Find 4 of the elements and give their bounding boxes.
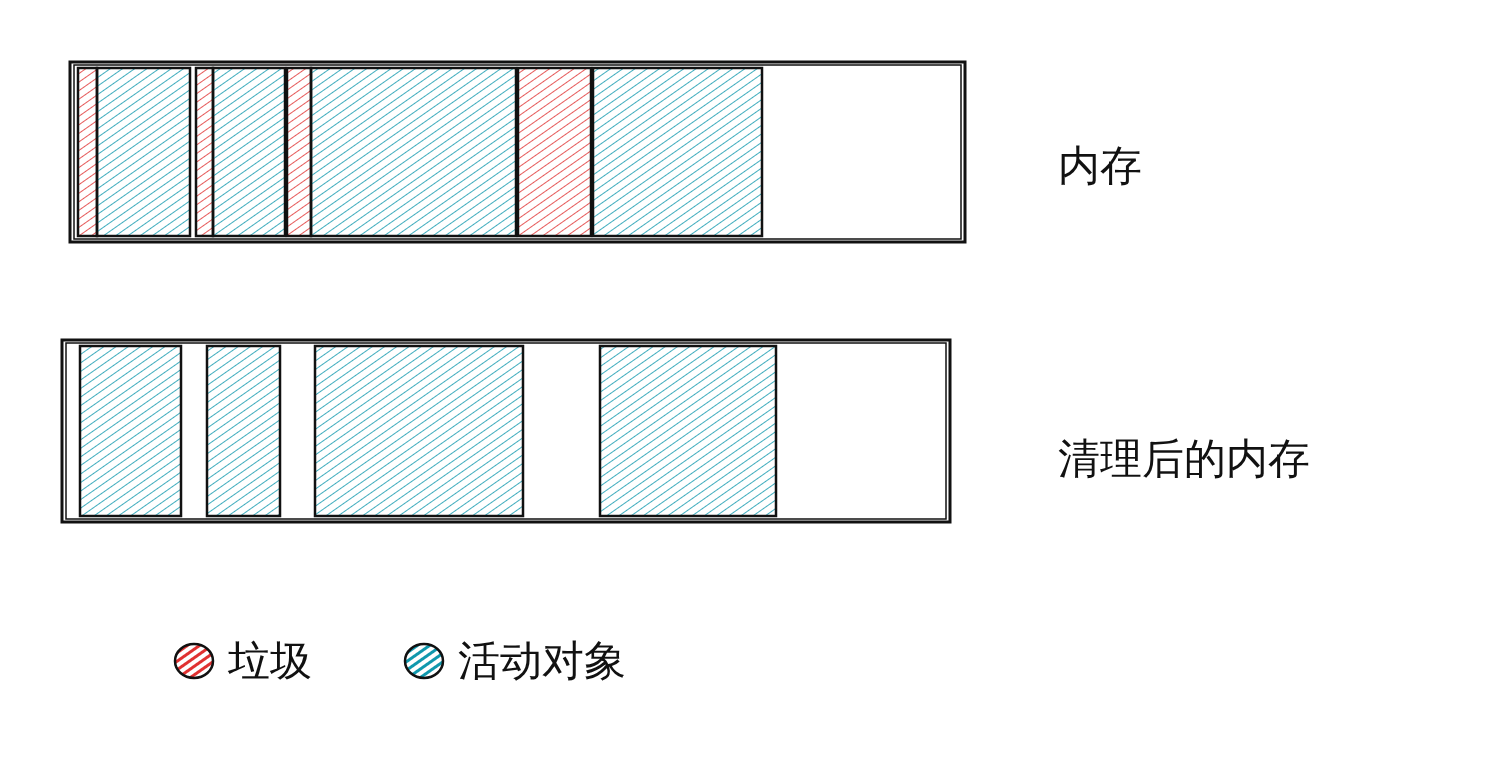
bar-label: 清理后的内存 xyxy=(1058,438,1310,480)
legend-label: 活动对象 xyxy=(458,640,626,682)
legend-label: 垃圾 xyxy=(228,640,312,682)
bar-label: 内存 xyxy=(1058,145,1142,187)
